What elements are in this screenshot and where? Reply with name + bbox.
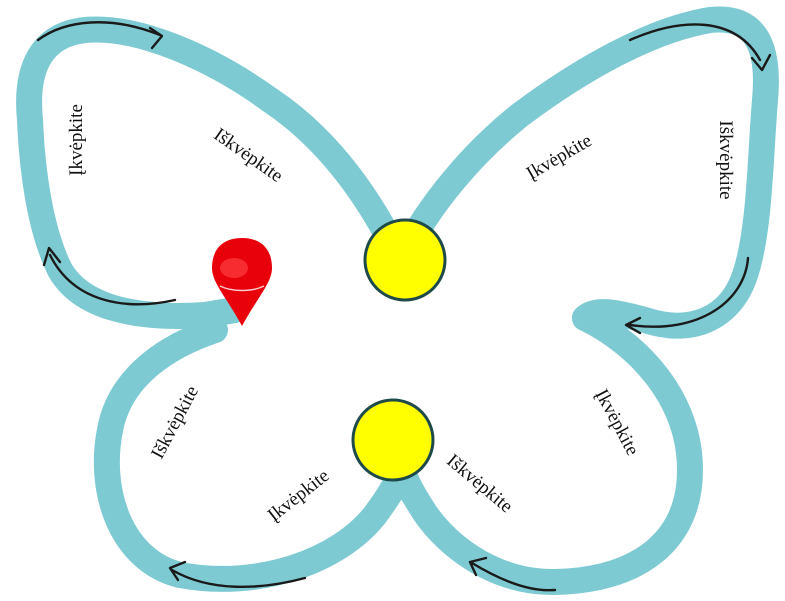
upper-right-wing-path bbox=[405, 19, 766, 325]
lower-center-dot bbox=[353, 400, 433, 480]
label-lower-right-outer: Įkvėpkite bbox=[591, 386, 643, 459]
label-lower-left-inner: Įkvėpkite bbox=[264, 465, 333, 526]
lower-right-wing-path bbox=[402, 318, 690, 582]
upper-center-dot bbox=[365, 220, 445, 300]
label-lower-left-outer: Iškvėpkite bbox=[147, 383, 203, 463]
label-upper-left-outer: Įkvėpkite bbox=[66, 104, 87, 176]
label-upper-left-inner: Iškvėpkite bbox=[210, 124, 287, 187]
label-upper-right-inner: Įkvėpkite bbox=[523, 130, 596, 184]
label-upper-right-outer: Iškvėpkite bbox=[715, 120, 736, 199]
label-lower-right-inner: Iškvėpkite bbox=[442, 450, 516, 517]
